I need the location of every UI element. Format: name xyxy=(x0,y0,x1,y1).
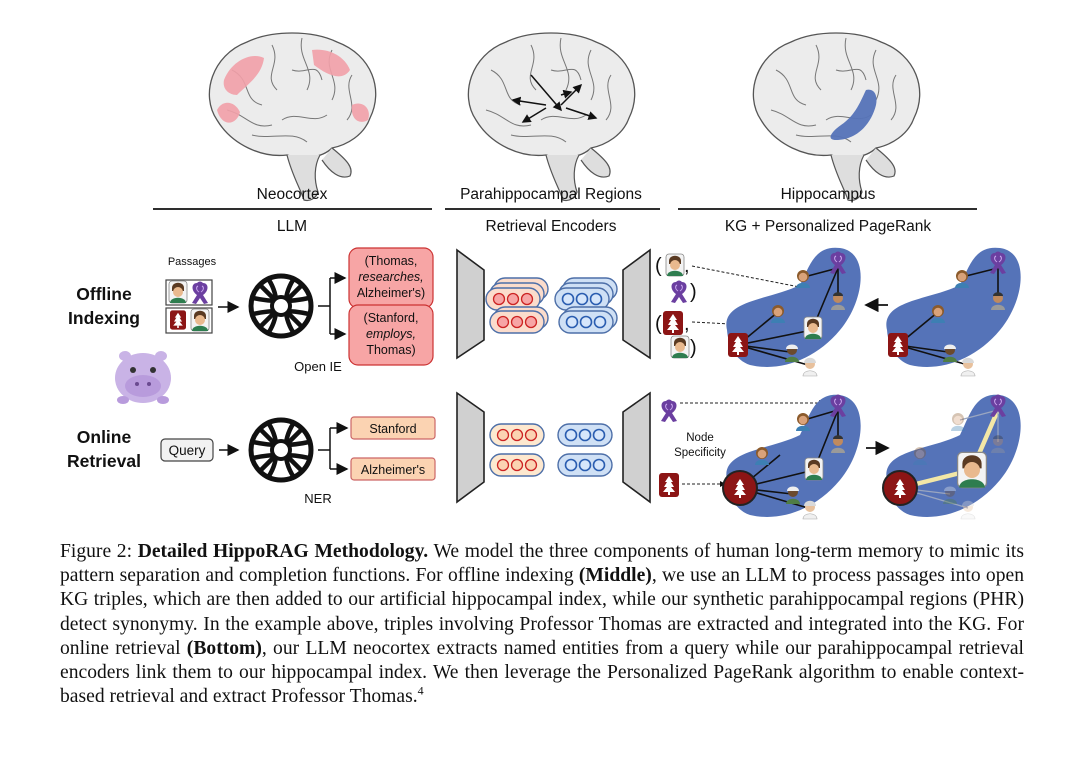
entity-stanford: Stanford xyxy=(350,416,436,440)
retrieval-label: Retrieval xyxy=(67,451,141,471)
triple-2: (Stanford, employs, Thomas) xyxy=(348,304,434,366)
parahippocampal-label: Parahippocampal Regions xyxy=(460,186,642,203)
kg-ppr-label: KG + Personalized PageRank xyxy=(725,218,932,235)
svg-text:Stanford: Stanford xyxy=(369,422,416,436)
svg-text:,: , xyxy=(684,313,690,335)
kg-ppr-result xyxy=(882,394,1021,520)
retrieval-encoders-label: Retrieval Encoders xyxy=(486,218,617,235)
caption-part1: We model the three components of human l… xyxy=(60,541,1024,587)
neocortex-label: Neocortex xyxy=(257,186,328,203)
query-ribbon-icon xyxy=(660,399,678,423)
caption-part3: , our LLM neocortex extracts named entit… xyxy=(60,637,1025,708)
svg-text:): ) xyxy=(690,281,697,303)
caption-middle: (Middle) xyxy=(578,565,652,587)
svg-text:researches,: researches, xyxy=(358,270,423,284)
kg-offline-updated xyxy=(726,247,861,377)
svg-text:): ) xyxy=(690,337,697,359)
stanford-icon xyxy=(170,310,186,330)
encoder-online xyxy=(456,391,651,504)
neocortex-brain xyxy=(208,32,377,202)
svg-text:(Thomas,: (Thomas, xyxy=(365,254,418,268)
thomas-icon xyxy=(168,280,188,304)
openai-ner-icon xyxy=(251,420,311,480)
caption-bottom: (Bottom) xyxy=(186,637,262,659)
encoder-offline xyxy=(456,248,651,360)
llm-label: LLM xyxy=(277,218,307,235)
kg-online xyxy=(722,394,861,520)
open-ie-label: Open IE xyxy=(294,359,342,374)
svg-text:employs,: employs, xyxy=(366,327,416,341)
kg-offline-original xyxy=(886,247,1021,377)
triple-1: (Thomas, researches, Alzheimer's) xyxy=(348,247,434,309)
caption-prefix: Figure 2: xyxy=(60,541,138,562)
openai-llm-icon xyxy=(251,276,311,336)
hippo-mascot-icon xyxy=(115,351,171,404)
node-specificity-line2: Specificity xyxy=(674,447,726,459)
svg-text:Alzheimer's: Alzheimer's xyxy=(361,463,425,477)
svg-text:(: ( xyxy=(655,313,662,335)
query-box: Query xyxy=(160,438,214,462)
node-specificity-line1: Node xyxy=(686,432,714,444)
caption-title: Detailed HippoRAG Methodology. xyxy=(137,541,429,562)
figure-caption: Figure 2: Detailed HippoRAG Methodology.… xyxy=(60,540,1024,709)
parahippocampal-brain xyxy=(467,32,636,202)
ner-label: NER xyxy=(304,491,331,506)
svg-text:Query: Query xyxy=(169,443,206,458)
passage-2 xyxy=(165,307,213,334)
svg-text:,: , xyxy=(684,255,690,277)
svg-text:(Stanford,: (Stanford, xyxy=(364,311,419,325)
hippocampus-label: Hippocampus xyxy=(781,186,876,203)
hipporag-figure: Neocortex LLM Parahippocampal Regions Re… xyxy=(67,32,1021,520)
online-label: Online xyxy=(77,427,132,447)
passage-1 xyxy=(165,279,213,306)
svg-text:Alzheimer's): Alzheimer's) xyxy=(357,286,425,300)
hippocampus-brain xyxy=(752,32,921,202)
indexing-label: Indexing xyxy=(68,308,140,328)
caption-footnote: 4 xyxy=(417,683,424,698)
caption-part2: , we use an LLM to process passages into… xyxy=(60,565,1024,659)
passages-label: Passages xyxy=(168,256,217,268)
entity-alzheimers: Alzheimer's xyxy=(350,457,436,481)
offline-entities: ( , ) ( , ) xyxy=(655,253,697,359)
offline-label: Offline xyxy=(76,284,132,304)
query-stanford-icon xyxy=(659,473,679,497)
thomas-icon xyxy=(190,308,210,332)
svg-text:(: ( xyxy=(655,255,662,277)
svg-text:Thomas): Thomas) xyxy=(366,343,415,357)
